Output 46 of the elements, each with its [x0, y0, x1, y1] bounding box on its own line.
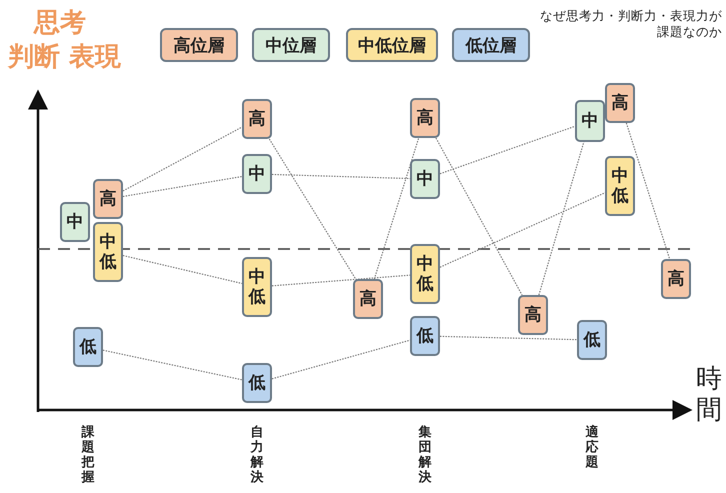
connector-line: [272, 274, 410, 286]
connector-line: [268, 138, 356, 280]
connector-line: [122, 254, 242, 284]
level-box: 中: [242, 154, 272, 194]
axis-label: 時間: [696, 364, 723, 426]
connector-line: [440, 126, 576, 174]
level-box: 中低: [242, 257, 272, 317]
connector-line: [374, 138, 420, 280]
level-box: 中: [575, 100, 605, 142]
connector-line: [272, 340, 410, 380]
level-box: 高: [410, 98, 440, 138]
note-text: なぜ思考力・判断力・表現力が課題なのか: [540, 8, 722, 40]
level-box: 中低: [410, 244, 440, 304]
connector-line: [626, 122, 670, 260]
level-box: 高: [661, 259, 691, 299]
level-box: 低: [410, 316, 440, 356]
level-box: 高: [605, 83, 635, 123]
level-box: 高: [242, 99, 272, 139]
connector-line: [272, 174, 410, 180]
level-box: 高: [93, 179, 123, 219]
legend-text: 中位層: [266, 34, 316, 56]
stage-label: 集団解決: [418, 426, 432, 486]
level-box: 中低: [93, 222, 123, 282]
level-box: 中: [60, 202, 90, 242]
level-box: 低: [73, 327, 103, 367]
connector-line: [122, 176, 242, 198]
legend-text: 低位層: [466, 34, 516, 56]
level-box: 低: [242, 363, 272, 403]
stage-label: 自力解決: [250, 426, 264, 486]
stage-label: 適応題: [585, 426, 599, 471]
connector-line: [440, 336, 578, 340]
connector-line: [435, 138, 523, 296]
axis-title: 思考: [34, 7, 86, 40]
level-box: 中: [410, 159, 440, 199]
level-box: 低: [577, 320, 607, 360]
axis-title: 判断 表現: [8, 41, 122, 74]
connector-line: [440, 192, 606, 268]
connector-line: [538, 142, 584, 296]
stage-label: 課題把握: [81, 426, 95, 486]
level-box: 中低: [605, 156, 635, 216]
level-box: 高: [353, 279, 383, 319]
connector-line: [102, 350, 242, 380]
legend-text: 中低位層: [358, 34, 426, 56]
legend-text: 高位層: [174, 34, 224, 56]
connector-line: [122, 126, 242, 192]
level-box: 高: [518, 295, 548, 335]
